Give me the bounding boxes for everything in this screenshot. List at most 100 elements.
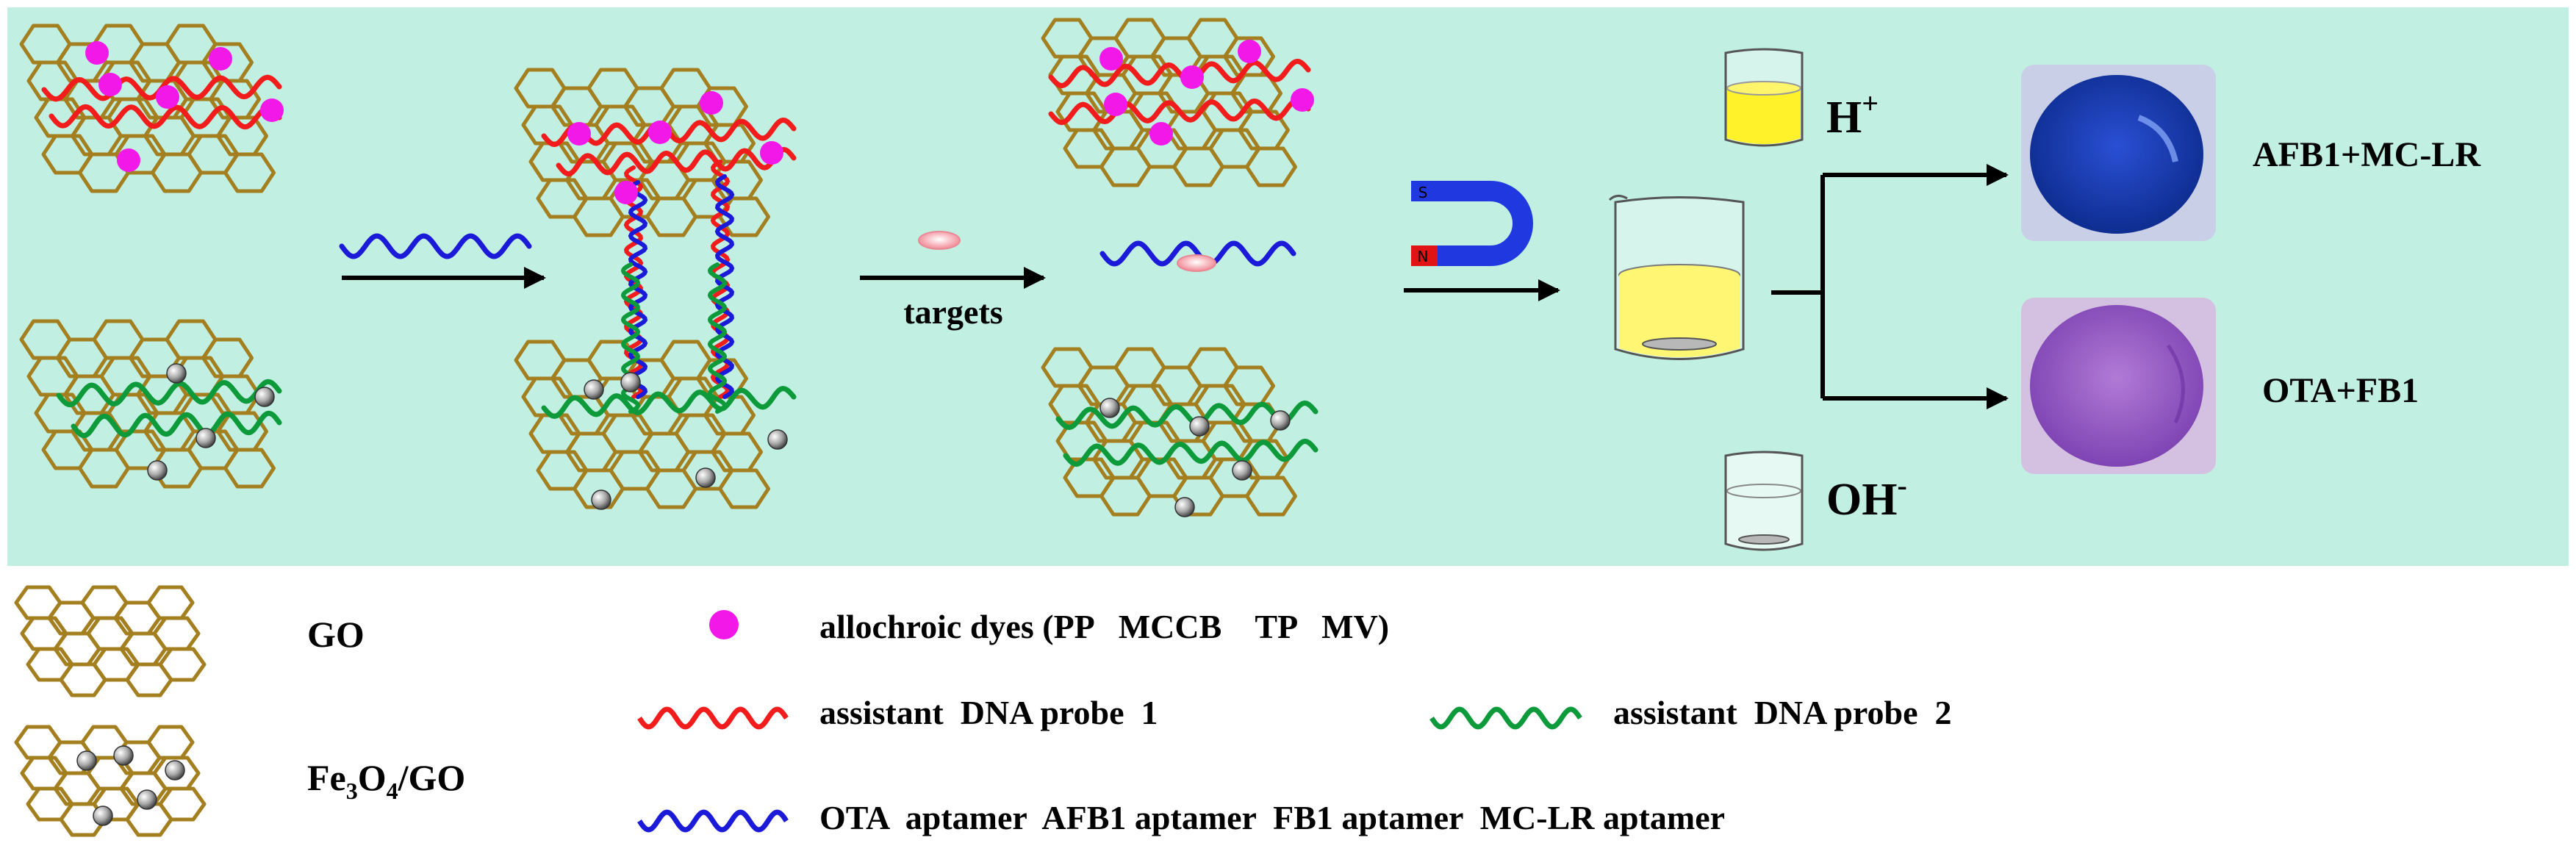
fe3o4-bead [76,750,97,771]
dye-particle [98,73,122,96]
fe3o4-bead [93,806,113,826]
free-aptamer-strand [339,233,532,259]
acid-ion-label: H+ [1826,87,1879,143]
lattice-cell [1245,476,1297,517]
lattice-cell [711,431,763,473]
dye-particle [760,141,783,165]
fe3o4-bead [1270,410,1291,431]
lattice-cell [158,647,207,682]
probe1-strand [556,146,797,177]
fe3o4-bead [1189,416,1210,437]
probe2-strand [541,386,797,419]
legend-dyes-label: allochroic dyes (PP MCCB TP MV) [819,608,1389,645]
alkali-beaker-icon [1724,451,1804,551]
result-label-bottom: OTA+FB1 [2262,371,2419,410]
lattice-cell [1238,110,1290,151]
dye-particle [614,181,638,204]
legend-probe2-swatch [1429,706,1582,730]
dye-particle [1291,88,1314,112]
fe3o4-bead [584,379,604,400]
beaker-icon [1608,195,1745,360]
probe2-strand [1055,400,1319,431]
probe2-strand [1063,438,1319,467]
lattice-cell [216,115,268,157]
fe3o4-bead [195,428,216,448]
fe3o4-bead [147,460,168,481]
dye-particle [700,91,723,115]
graphene-sheet [14,585,207,697]
duplex-aptamer [628,180,648,399]
acid-beaker-icon [1724,48,1804,147]
legend-probe1-swatch [637,706,789,730]
legend-aptamer-swatch [637,809,789,833]
particle-layer [85,40,1314,517]
graphene-sheet [514,340,770,509]
probe1-strand [1048,58,1311,89]
fe3o4-bead [767,429,788,450]
dye-particle [156,85,179,109]
legend-fe-go-label: Fe3O4/GO [307,757,465,804]
svg-text:N: N [1418,248,1429,265]
alkali-ion-label: OH- [1826,469,1907,525]
dye-particle [1099,47,1123,71]
arrow-label-targets: targets [903,293,1002,331]
magnet-icon: S N [1411,181,1533,266]
fe3o4-bead [113,745,134,766]
probe2-strand [56,379,282,408]
lattice-cell [146,585,195,620]
fe3o4-bead [1174,497,1195,517]
probe2-strand [71,410,282,439]
svg-text:S: S [1418,184,1428,201]
fe3o4-bead [1232,460,1252,481]
released-aptamer-strand [1099,240,1296,267]
fe3o4-bead [695,467,716,488]
dye-particle [85,41,109,65]
dye-particle [209,47,232,71]
dye-particle [1238,40,1261,63]
lattice-cell [696,86,748,127]
fe3o4-bead [591,489,611,510]
legend-dye-swatch [709,610,739,639]
lattice-cell [158,786,207,822]
lattice-cell [152,616,201,651]
dye-particle [1180,65,1204,89]
legend-probe2-label: assistant DNA probe 2 [1613,694,1952,731]
lattice-cell [1223,36,1275,77]
fe3o4-bead [137,789,157,810]
fe3o4-bead [165,760,185,781]
lattice-cell [201,337,254,379]
bound-target-icon [1177,254,1216,272]
lattice-cell [152,756,201,791]
lattice-cell [1223,365,1275,406]
target-molecule-icon [918,231,961,250]
lattice-cell [146,725,195,760]
duplex-probe2 [707,262,728,414]
dye-particle [260,98,284,122]
graphene-sheet [19,319,276,489]
probe1-strand [49,104,282,130]
blue-well-photo [2021,65,2216,241]
probe1-strand [1048,97,1311,126]
fe3o4-bead [166,363,187,384]
graphene-lattice-layer [19,18,1297,517]
fe3o4-bead [254,387,275,407]
result-label-top: AFB1+MC-LR [2253,135,2481,174]
dye-particle [117,148,140,172]
legend-probe1-label: assistant DNA probe 1 [819,694,1158,731]
lattice-cell [223,448,276,489]
dye-particle [1104,93,1127,116]
legend-lattice-swatches [14,585,207,837]
purple-well-photo [2021,298,2216,474]
lattice-cell [718,468,770,509]
lattice-cell [223,152,276,193]
dye-particle [648,121,672,144]
lattice-cell [1245,146,1297,187]
fe3o4-bead [620,372,641,392]
fe3o4-bead [1099,398,1120,418]
legend-go-label: GO [307,614,365,655]
legend-aptamers-label: OTA aptamer AFB1 aptamer FB1 aptamer MC-… [819,799,1725,836]
dye-particle [567,122,591,146]
dye-particle [1149,122,1173,146]
